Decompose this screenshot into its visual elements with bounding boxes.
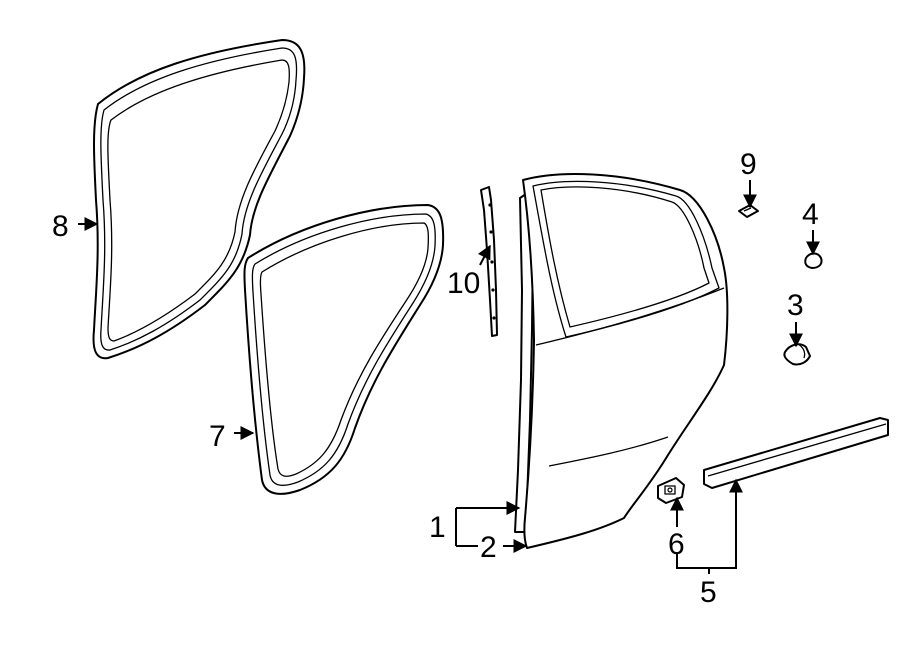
callout-7: 7: [209, 420, 226, 453]
callout-9: 9: [740, 148, 757, 181]
weatherstrip-part-8: [92, 39, 306, 360]
weatherstrip-part-7: [243, 204, 445, 495]
molding-part-5: [703, 417, 889, 489]
leader-lines: [78, 180, 820, 574]
callout-6: 6: [668, 528, 685, 561]
callout-2: 2: [480, 531, 497, 564]
cap-part-3: [783, 343, 811, 366]
callout-8: 8: [52, 210, 69, 243]
callout-5: 5: [700, 576, 717, 609]
callout-1: 1: [429, 511, 446, 544]
bracket-part-6: [657, 477, 685, 504]
callout-4: 4: [802, 198, 819, 231]
callout-3: 3: [787, 289, 804, 322]
plug-part-4: [804, 252, 823, 269]
door-shell-part-1: [514, 173, 729, 549]
clip-part-9: [738, 204, 759, 218]
callout-10: 10: [447, 267, 480, 300]
molding-strip-part-10: [480, 186, 498, 337]
